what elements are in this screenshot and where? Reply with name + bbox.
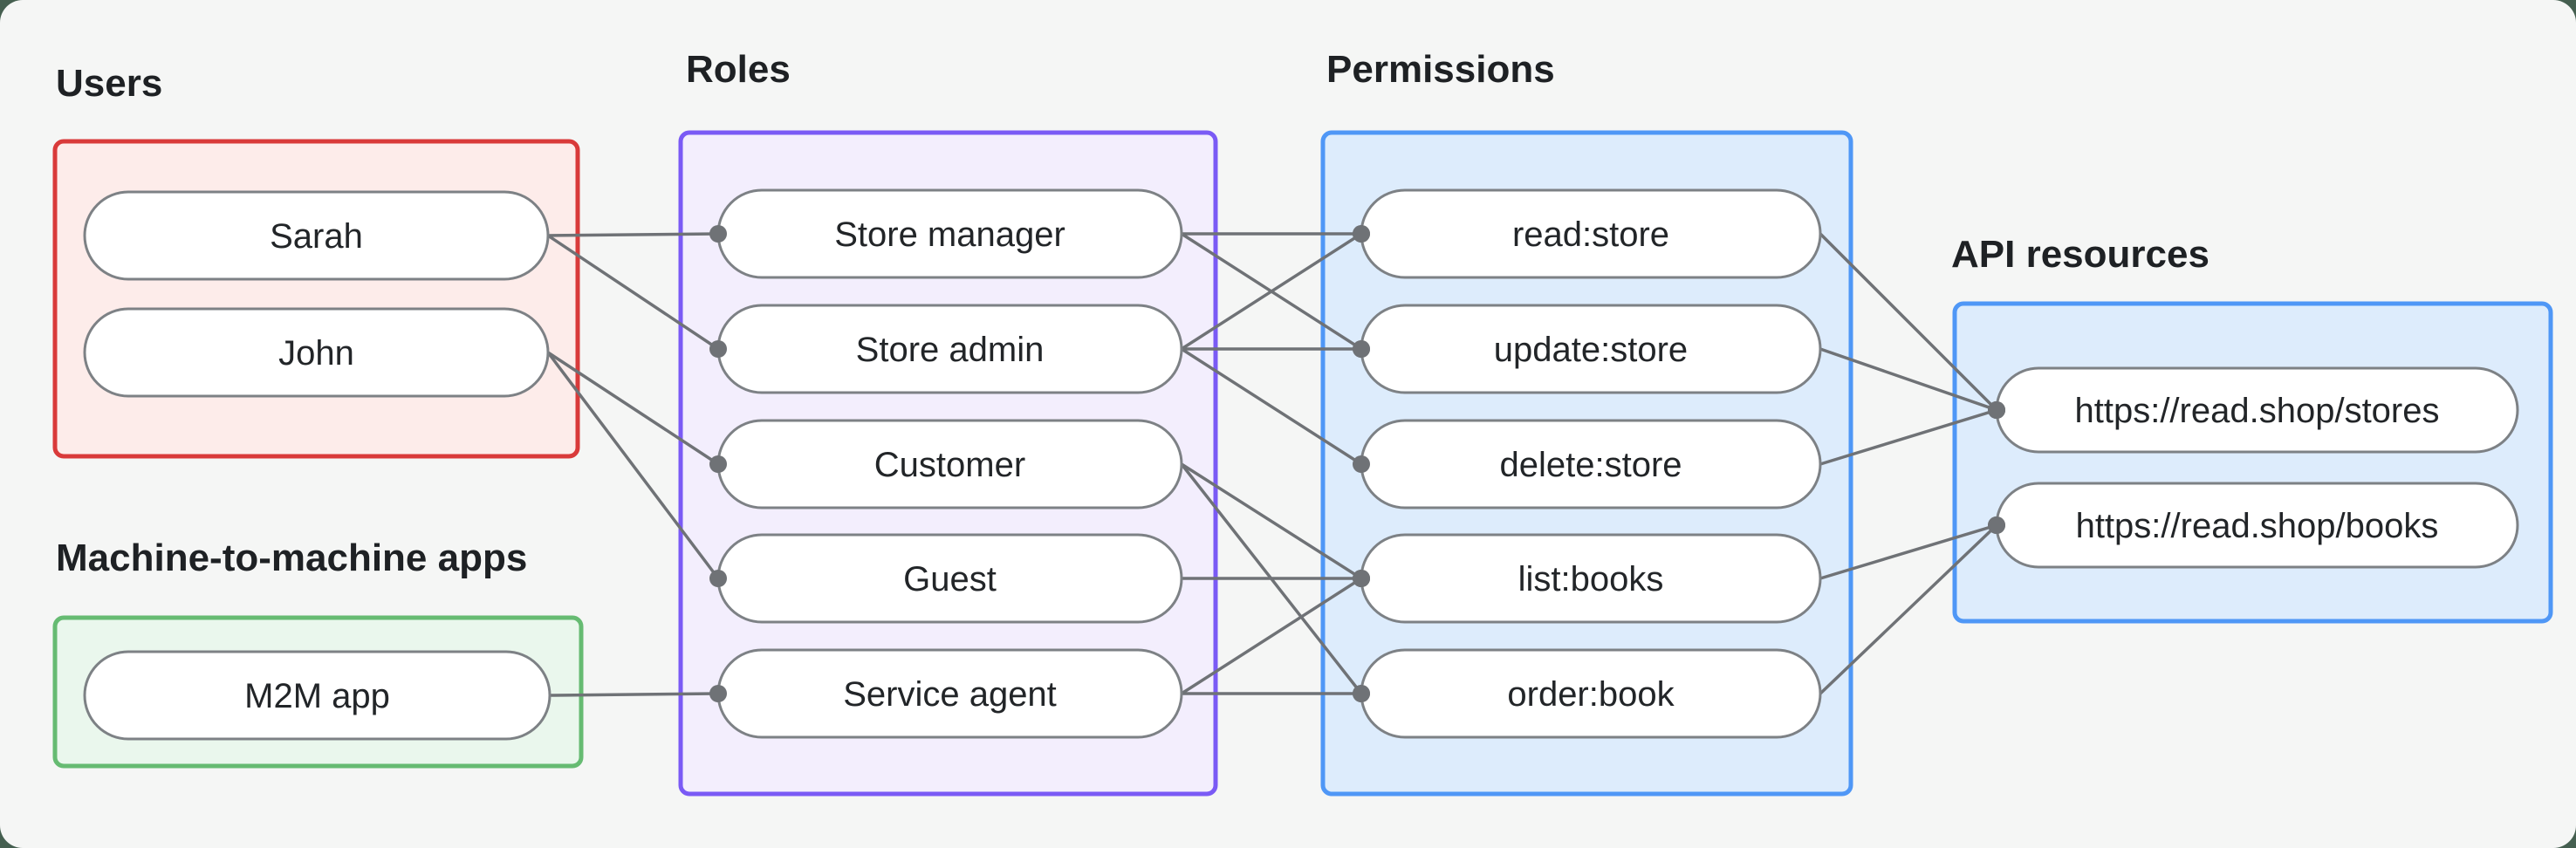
edge-dot-customer: [709, 455, 727, 473]
node-john-label: John: [278, 334, 354, 373]
edge-dot-perm_update_store: [1353, 340, 1370, 358]
node-guest-label: Guest: [903, 560, 997, 598]
permissions-group-label: Permissions: [1326, 48, 1555, 91]
edge-dot-perm_order_book: [1353, 685, 1370, 702]
edge-m2m_app-service_agent: [549, 692, 719, 697]
node-john: [83, 307, 550, 398]
node-service_agent-label: Service agent: [843, 675, 1057, 714]
users-group-box: [52, 139, 580, 459]
edge-store_admin-perm_delete_store: [1181, 347, 1362, 466]
edge-perm_list_books-res_books: [1819, 523, 1997, 580]
node-sarah-label: Sarah: [270, 217, 363, 256]
node-perm_order_book-label: order:book: [1507, 675, 1675, 714]
node-sarah: [83, 190, 550, 281]
roles-group-label: Roles: [686, 48, 791, 91]
users-group-label: Users: [56, 62, 162, 105]
edge-store_admin-perm_read_store: [1181, 232, 1362, 351]
api-group-box: [1952, 301, 2553, 624]
edge-john-guest: [546, 351, 720, 580]
node-res_stores-label: https://read.shop/stores: [2074, 392, 2439, 430]
edge-dot-perm_read_store: [1353, 225, 1370, 243]
edge-dot-res_books: [1988, 516, 2005, 534]
edge-dot-store_manager: [709, 225, 727, 243]
edge-perm_delete_store-res_stores: [1819, 408, 1997, 466]
edge-perm_update_store-res_stores: [1819, 347, 1997, 412]
node-m2m_app: [83, 650, 552, 741]
edge-perm_order_book-res_books: [1819, 523, 1998, 695]
node-perm_update_store-label: update:store: [1494, 331, 1688, 369]
edge-service_agent-perm_list_books: [1181, 577, 1362, 695]
edge-john-customer: [547, 351, 719, 466]
edge-perm_read_store-res_stores: [1819, 232, 1998, 412]
node-store_admin-label: Store admin: [856, 331, 1045, 369]
edge-dot-service_agent: [709, 685, 727, 702]
node-m2m_app-label: M2M app: [244, 677, 390, 715]
node-perm_list_books-label: list:books: [1518, 560, 1664, 598]
edge-dot-perm_delete_store: [1353, 455, 1370, 473]
edge-dot-perm_list_books: [1353, 570, 1370, 587]
node-perm_delete_store-label: delete:store: [1499, 446, 1682, 484]
node-res_books-label: https://read.shop/books: [2076, 507, 2439, 545]
node-store_manager-label: Store manager: [834, 215, 1065, 254]
node-customer-label: Customer: [874, 446, 1025, 484]
api-group-label: API resources: [1951, 233, 2209, 276]
edge-sarah-store_admin: [547, 234, 719, 351]
edge-dot-res_stores: [1988, 401, 2005, 419]
edge-dot-store_admin: [709, 340, 727, 358]
edge-customer-perm_list_books: [1181, 462, 1362, 580]
node-perm_read_store-label: read:store: [1512, 215, 1669, 254]
edge-dot-guest: [709, 570, 727, 587]
m2m-group-label: Machine-to-machine apps: [56, 537, 527, 579]
edge-sarah-store_manager: [547, 232, 719, 237]
